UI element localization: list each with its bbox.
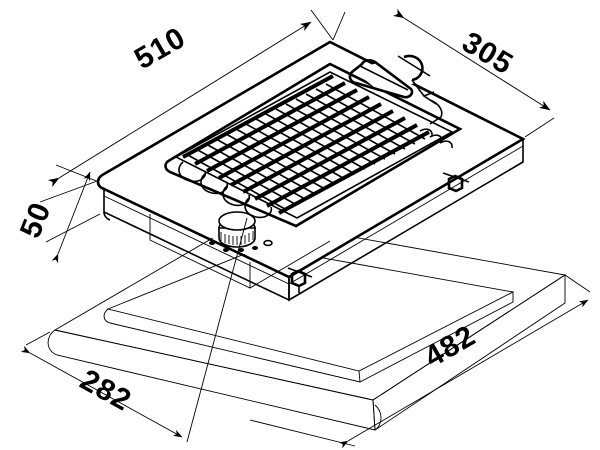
dimension-label-50: 50 xyxy=(14,197,58,242)
dimension-cutout-width: 482 xyxy=(249,274,591,449)
mounting-bracket-clip xyxy=(287,172,470,293)
control-knob[interactable] xyxy=(218,211,256,248)
dimension-overall-height: 50 xyxy=(14,171,101,264)
dimension-label-510: 510 xyxy=(129,21,191,76)
knob-indicator-dots xyxy=(209,239,273,252)
dimension-label-305: 305 xyxy=(456,26,518,82)
dimension-label-482: 482 xyxy=(419,319,481,374)
